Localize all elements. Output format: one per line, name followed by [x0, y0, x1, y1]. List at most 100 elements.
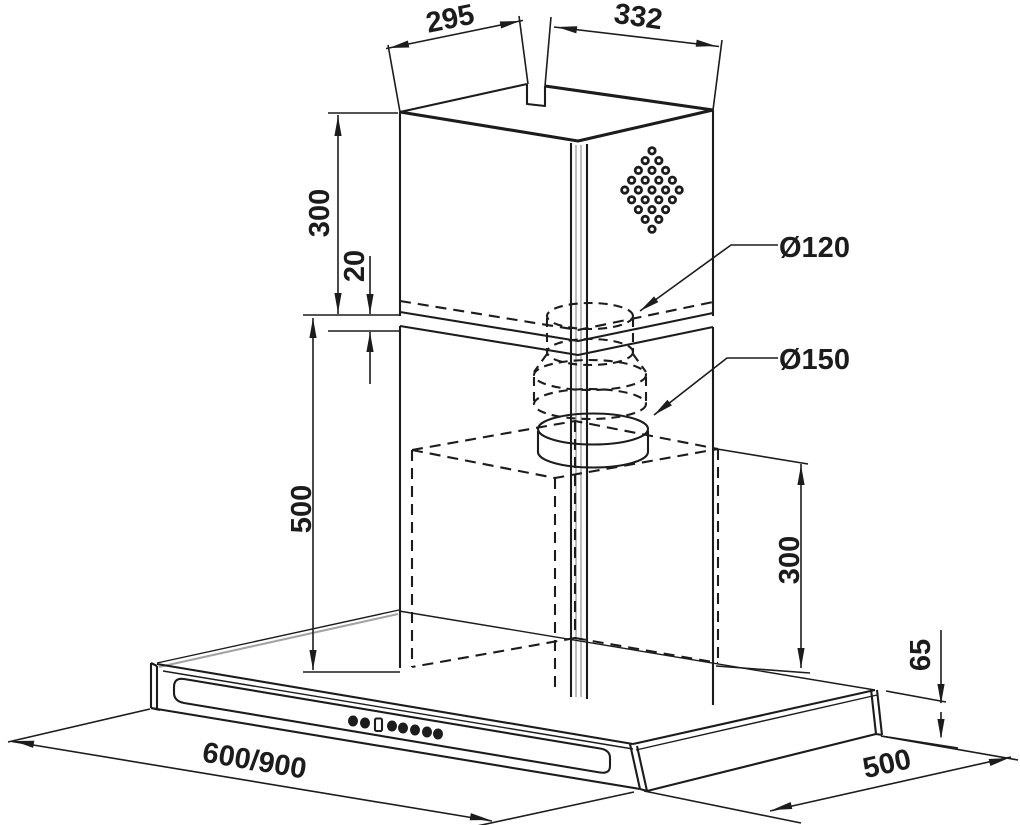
- leader-line-120: [639, 244, 778, 312]
- vent-hole: [640, 175, 650, 185]
- control-button: [360, 717, 370, 729]
- control-button: [398, 722, 408, 734]
- dim-line-500-right: [769, 756, 1012, 812]
- leader-line-150: [653, 357, 778, 416]
- housing-bottom-edges: [411, 636, 719, 669]
- arrowhead: [366, 294, 374, 314]
- dim-500-left-label: 500: [286, 485, 318, 533]
- arrowhead: [334, 293, 342, 313]
- ext-lines-500-right: [643, 735, 1019, 824]
- arrowhead: [309, 650, 317, 670]
- vent-hole: [633, 165, 644, 175]
- vent-hole: [647, 146, 657, 156]
- hood-front-right-corner: [628, 743, 649, 793]
- dimension-332: 332: [544, 0, 723, 111]
- arrowhead: [366, 332, 374, 352]
- joint-hidden-edge: [399, 299, 714, 332]
- control-button: [422, 726, 432, 738]
- dim-line-295: [385, 19, 524, 50]
- chimney-top-notch: [525, 84, 547, 108]
- dim-332-label: 332: [612, 0, 664, 36]
- dim-300-left-label: 300: [304, 189, 336, 237]
- duct-120-label: Ø120: [779, 232, 850, 264]
- hood-top-right-edge-inner: [635, 694, 878, 751]
- control-button: [410, 724, 420, 736]
- vent-hole: [660, 185, 671, 195]
- housing-top-front-edges: [411, 447, 719, 480]
- arrowhead: [640, 296, 659, 311]
- duct-120-sides: [545, 318, 635, 352]
- hood-top-back-right-edge: [398, 610, 876, 691]
- hood-top-back-left-seam: [158, 612, 399, 669]
- arrowhead: [937, 684, 945, 704]
- ticks-65: [880, 690, 959, 749]
- chimney-lower-section: [398, 326, 715, 705]
- vent-hole: [640, 156, 650, 166]
- arrowhead: [389, 40, 410, 48]
- arrowhead: [772, 801, 793, 810]
- collar-bottom-arc: [536, 451, 650, 469]
- vent-hole: [654, 214, 664, 224]
- arrowhead: [654, 399, 672, 415]
- control-button: [433, 728, 443, 740]
- dimension-295: 295: [385, 0, 529, 113]
- ext-lines-332: [544, 16, 723, 111]
- control-panel: [348, 715, 443, 740]
- hood-body: [149, 609, 884, 793]
- duct-150-label: Ø150: [779, 344, 850, 376]
- ext-lines-600-900: [7, 708, 635, 825]
- vent-hole: [654, 195, 664, 205]
- dimension-65: 65: [880, 630, 959, 749]
- dimension-300-right: 300: [715, 448, 811, 674]
- arrowhead: [937, 719, 945, 739]
- vent-hole: [654, 175, 664, 185]
- vent-hole: [647, 205, 657, 215]
- collar-sides: [536, 431, 650, 452]
- ticks-300-left: [303, 112, 400, 316]
- vent-hole: [633, 185, 644, 195]
- duct-150-sides: [532, 377, 648, 403]
- vent-hole: [647, 224, 657, 234]
- duct-120-bottom-ellipse: [545, 337, 635, 367]
- vent-hole: [654, 156, 664, 166]
- dimension-500-right: 500: [643, 735, 1019, 824]
- vent-hole: [626, 195, 637, 205]
- collar-top-ellipse: [536, 412, 650, 446]
- control-button: [348, 715, 358, 727]
- chimney-upper-section: [398, 82, 715, 699]
- arrowhead: [695, 39, 716, 47]
- ext-lines-295: [387, 15, 529, 113]
- vent-hole: [633, 205, 644, 215]
- duct-120-top-ellipse: [545, 301, 635, 331]
- hood-right-end-cap: [869, 688, 884, 737]
- arrowhead: [797, 648, 805, 668]
- vent-perforation-pattern: [620, 146, 684, 234]
- vent-hole: [626, 175, 637, 185]
- dim-600-900-label: 600/900: [200, 737, 309, 786]
- arrowhead: [14, 740, 35, 748]
- hood-right-bottom-edge: [646, 732, 877, 793]
- arrowhead: [557, 26, 578, 34]
- hood-top-right-edge-outer: [632, 688, 876, 746]
- duct-150-bottom-ellipse: [532, 387, 648, 421]
- duct-hidden-cylinders: [532, 301, 648, 421]
- hood-left-end-cap: [149, 662, 161, 712]
- dimension-arrowheads: [14, 21, 1009, 821]
- arrowhead: [309, 318, 317, 338]
- hood-front-bottom-edge: [150, 706, 641, 791]
- dim-300-right-label: 300: [774, 536, 806, 584]
- dim-65-label: 65: [905, 639, 937, 671]
- arrowhead: [797, 465, 805, 485]
- dimension-20: 20: [328, 250, 400, 384]
- joint-upper-edge: [399, 310, 714, 343]
- dim-295-label: 295: [423, 0, 477, 40]
- vent-hole: [667, 195, 678, 205]
- hood-recessed-panel: [172, 677, 612, 774]
- chimney-top-front-edges: [399, 108, 714, 143]
- vent-hole: [667, 175, 678, 185]
- arrowhead: [469, 813, 490, 821]
- label-duct-120: Ø120: [639, 232, 850, 312]
- vent-hole: [674, 185, 684, 195]
- dim-line-600-900: [11, 740, 493, 822]
